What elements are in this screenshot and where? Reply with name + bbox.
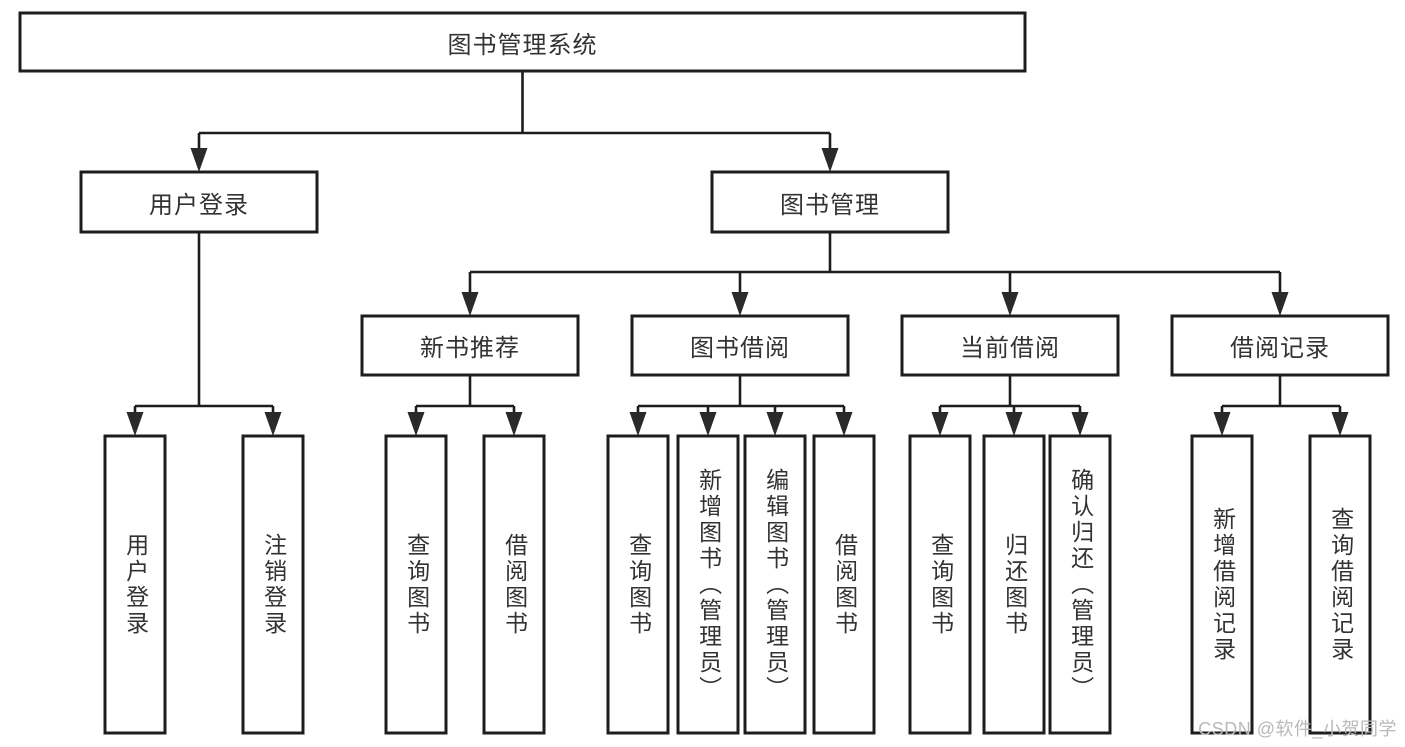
- leaf-node-box[interactable]: [384, 434, 448, 735]
- leaf-node-box[interactable]: [1048, 434, 1112, 735]
- arrow-head-icon: [505, 412, 523, 436]
- arrow-head-icon: [461, 292, 479, 316]
- arrow-head-icon: [126, 412, 144, 436]
- leaf-node-box[interactable]: [241, 434, 305, 735]
- arrow-head-icon: [1001, 292, 1019, 316]
- leaf-node-box[interactable]: [982, 434, 1046, 735]
- leaf-node-box[interactable]: [1308, 434, 1372, 735]
- root-node-box[interactable]: [18, 11, 1027, 73]
- arrow-head-icon: [835, 412, 853, 436]
- arrow-head-icon: [1005, 412, 1023, 436]
- arrow-head-icon: [264, 412, 282, 436]
- leaf-node-box[interactable]: [482, 434, 546, 735]
- level2-node-box[interactable]: [630, 314, 850, 377]
- arrow-head-icon: [766, 412, 784, 436]
- leaf-node-box[interactable]: [812, 434, 876, 735]
- arrow-head-icon: [1331, 412, 1349, 436]
- level1-node-box[interactable]: [710, 170, 950, 234]
- arrow-head-icon: [731, 292, 749, 316]
- leaf-node-box[interactable]: [103, 434, 167, 735]
- boxes-layer: [18, 11, 1390, 735]
- leaf-node-box[interactable]: [606, 434, 670, 735]
- arrow-head-icon: [1213, 412, 1231, 436]
- arrow-head-icon: [1271, 292, 1289, 316]
- arrow-head-icon: [699, 412, 717, 436]
- arrow-head-icon: [407, 412, 425, 436]
- csdn-watermark: CSDN @软件_小贺同学: [1198, 719, 1397, 739]
- arrow-head-icon: [1071, 412, 1089, 436]
- connectors-layer: [126, 71, 1349, 436]
- level2-node-box[interactable]: [360, 314, 580, 377]
- leaf-node-box[interactable]: [1190, 434, 1254, 735]
- level2-node-box[interactable]: [1170, 314, 1390, 377]
- arrow-head-icon: [821, 148, 839, 172]
- arrow-head-icon: [190, 148, 208, 172]
- leaf-node-box[interactable]: [908, 434, 972, 735]
- arrow-head-icon: [629, 412, 647, 436]
- level2-node-box[interactable]: [900, 314, 1120, 377]
- leaf-node-box[interactable]: [743, 434, 807, 735]
- leaf-node-box[interactable]: [676, 434, 740, 735]
- level1-node-box[interactable]: [79, 170, 319, 234]
- arrow-head-icon: [931, 412, 949, 436]
